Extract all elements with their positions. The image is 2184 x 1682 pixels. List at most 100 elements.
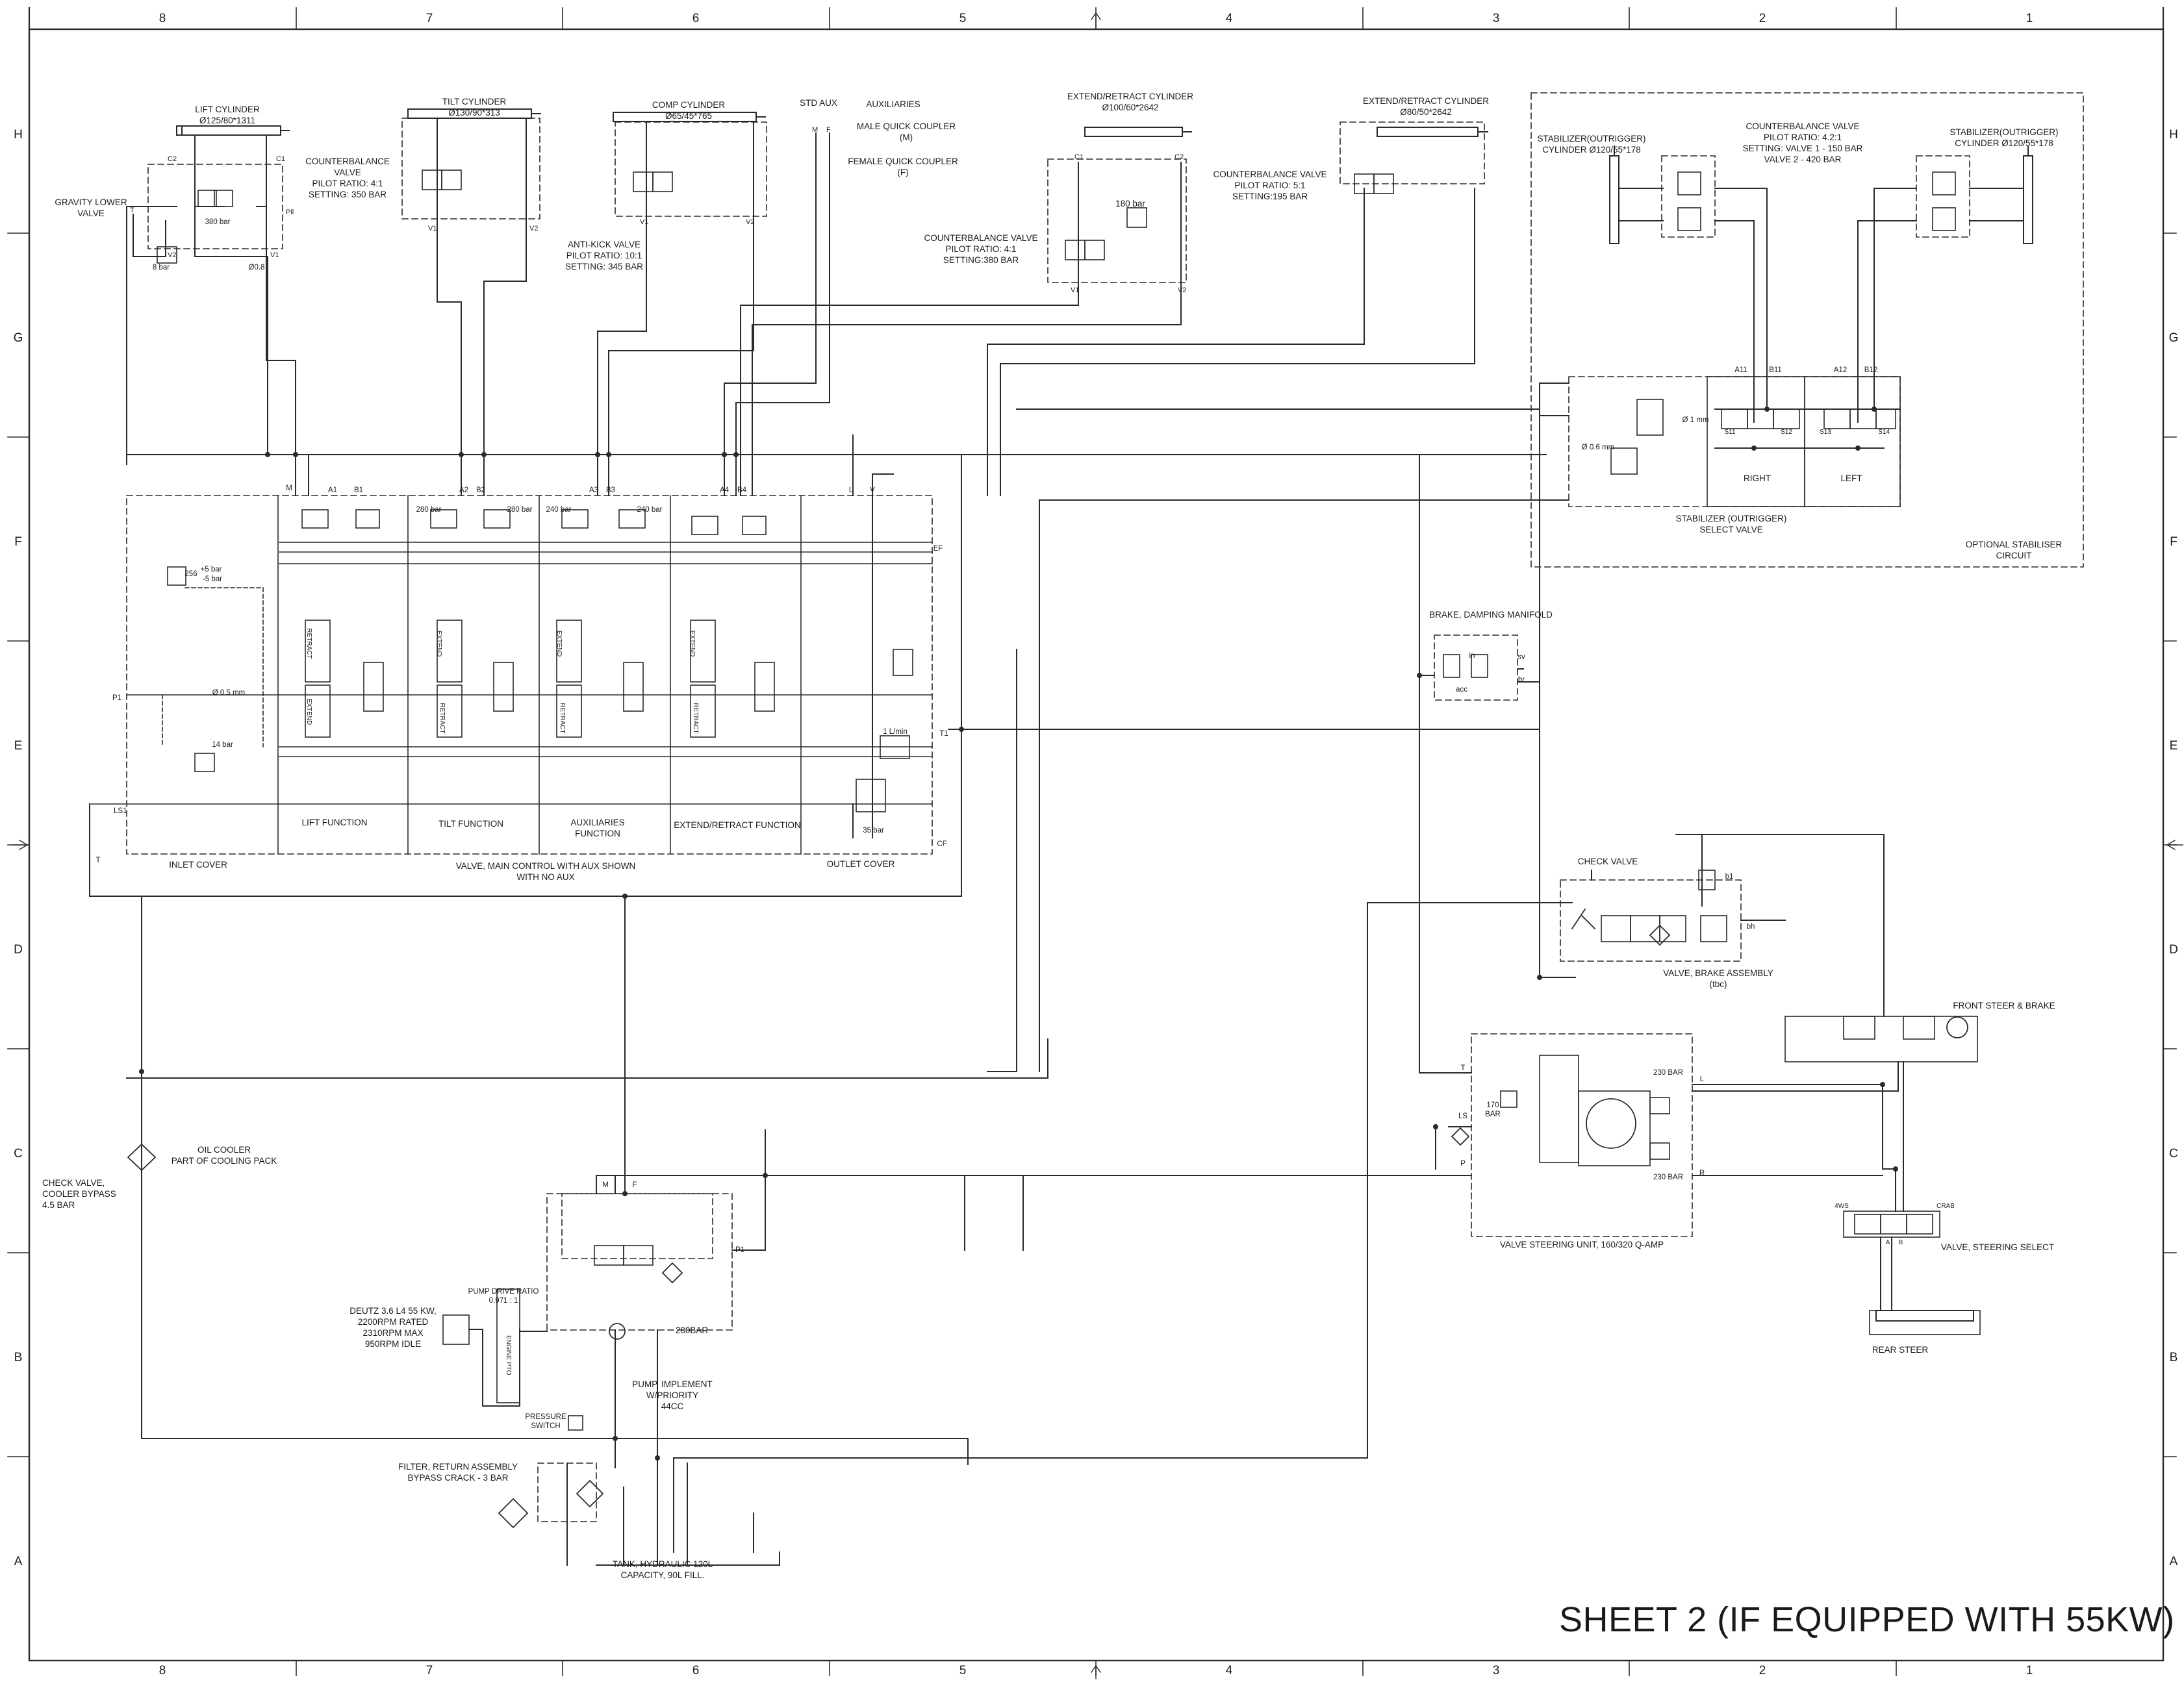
engine-pto-label: ENGINE PTO [505, 1335, 512, 1375]
row-label-h-right: H [2169, 128, 2178, 142]
spool-retract-4: RETRACT [692, 703, 699, 734]
front-steer-brake-label: FRONT STEER & BRAKE [1953, 1001, 2055, 1010]
column-label-7-bottom: 7 [425, 1664, 433, 1677]
spool-extend-2: EXTEND [435, 630, 442, 657]
tilt-cb-block [401, 118, 540, 220]
column-label-1-bottom: 1 [2025, 1664, 2033, 1677]
port-t-lift: T [130, 207, 134, 214]
steer-230-bar-b: 230 BAR [1653, 1174, 1684, 1181]
column-label-4-bottom: 4 [1225, 1664, 1233, 1677]
select-port-b: B [1898, 1239, 1903, 1246]
lift-function-label: LIFT FUNCTION [301, 818, 368, 827]
orifice-08: Ø0.8 [248, 264, 265, 271]
port-v1-comp: V1 [640, 218, 648, 226]
cooler-bypass-label: CHECK VALVE,COOLER BYPASS 4.5 BAR [42, 1178, 116, 1210]
select-port-4ws: 4WS [1835, 1203, 1849, 1210]
port-v2-comp: V2 [746, 218, 754, 226]
brake-assembly-block [1560, 879, 1742, 962]
female-coupler-label: FEMALE QUICK COUPLER(F) [848, 157, 958, 177]
port-a3: A3 [589, 486, 599, 494]
port-ls1: T1 [939, 730, 948, 738]
stab-select-valve-block [1568, 376, 1901, 507]
port-a4: A4 [719, 486, 730, 494]
port-b11: B11 [1769, 366, 1782, 374]
row-label-g: G [13, 331, 23, 345]
column-label-6-bottom: 6 [692, 1664, 700, 1677]
steer-port-l: L [1699, 1075, 1705, 1083]
port-v: V [870, 486, 875, 494]
relief-240-b: 240 bar [637, 506, 663, 514]
port-m-aux: M [812, 126, 818, 134]
port-t1: EF [933, 545, 943, 553]
inlet-plus-5: +5 bar [200, 566, 222, 573]
stabilizer-cylinder-right-label: STABILIZER(OUTRIGGER)CYLINDER Ø120/55*17… [1949, 127, 2059, 148]
row-label-a: A [14, 1555, 23, 1568]
column-label-5: 5 [959, 12, 967, 25]
port-a2: A2 [459, 486, 469, 494]
pump-setting-label: 280BAR [675, 1325, 709, 1335]
row-label-f: F [14, 535, 22, 549]
port-p-inlet: LS1 [114, 807, 127, 815]
extend-function-label: EXTEND/RETRACT FUNCTION [674, 820, 801, 830]
male-coupler-label: MALE QUICK COUPLER(M) [856, 121, 956, 142]
row-label-f-right: F [2170, 535, 2178, 549]
brake-manifold-block [1434, 634, 1518, 701]
column-label-8: 8 [159, 12, 166, 25]
spool-extend-3: EXTEND [555, 630, 563, 657]
column-label-2-bottom: 2 [1759, 1664, 1766, 1677]
steering-unit-block [1471, 1033, 1693, 1237]
port-b4: B4 [737, 486, 747, 494]
port-l: L [848, 486, 854, 494]
row-label-b-right: B [2169, 1351, 2178, 1364]
pump-block [546, 1193, 733, 1331]
inlet-orifice: Ø 0.5 mm [212, 689, 246, 697]
port-v2-tilt: V2 [529, 225, 538, 232]
port-v1-ext1: V1 [1071, 286, 1079, 294]
port-pil: Pil [286, 208, 294, 216]
brake-port-br: br [1517, 676, 1525, 684]
stab-orifice-1: Ø 1 mm [1682, 416, 1709, 424]
optional-stabiliser-enclosure [1530, 92, 2084, 568]
sheet-title: SHEET 2 (IF EQUIPPED WITH 55KW) [1559, 1600, 2175, 1639]
brake-assembly-label: VALVE, BRAKE ASSEMBLY(tbc) [1663, 968, 1773, 989]
port-v1-tilt: V1 [428, 225, 437, 232]
spool-extend-1: EXTEND [305, 698, 312, 725]
row-label-b: B [14, 1351, 23, 1364]
row-label-c-right: C [2169, 1147, 2178, 1161]
port-b2: B2 [476, 486, 486, 494]
row-label-d-right: D [2169, 943, 2178, 957]
port-f-aux: F [826, 126, 831, 134]
auxiliaries-label: AUXILIARIES [866, 99, 921, 109]
port-s12: S12 [1781, 429, 1792, 436]
relief-280-a: 280 bar [416, 506, 442, 514]
steer-port-p: P [1460, 1160, 1466, 1168]
spool-extend-4: EXTEND [689, 630, 696, 657]
outlet-35-bar: 35 bar [863, 827, 884, 835]
port-s14: S14 [1878, 429, 1890, 436]
drawing-border [28, 28, 2165, 1662]
port-m: M [286, 484, 292, 492]
brake-port-in: in [1469, 652, 1475, 660]
column-label-8-bottom: 8 [159, 1664, 166, 1677]
column-label-1: 1 [2025, 12, 2033, 25]
inlet-minus-5: -5 bar [202, 575, 223, 583]
stab-orifice-06: Ø 0.6 mm [1581, 444, 1615, 451]
stabilizer-left-label: LEFT [1840, 473, 1862, 483]
port-b12: B12 [1864, 366, 1878, 374]
main-control-valve-block [126, 495, 933, 855]
steering-unit-label: VALVE STEERING UNIT, 160/320 Q-AMP [1499, 1240, 1664, 1249]
brake-port-acc: acc [1456, 686, 1467, 694]
column-label-3: 3 [1492, 12, 1500, 25]
port-c2-lift: C2 [168, 155, 177, 163]
check-valve-label: CHECK VALVE [1577, 857, 1638, 866]
